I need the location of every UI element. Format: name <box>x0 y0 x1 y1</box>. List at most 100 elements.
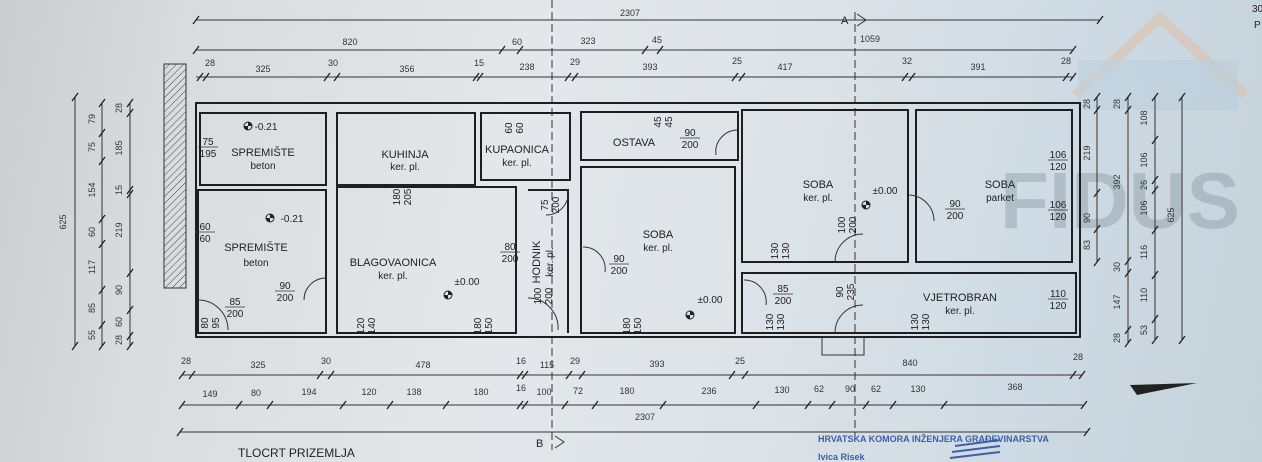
level-marker-icon <box>243 121 253 131</box>
room-floor: ker. pl. <box>945 306 974 317</box>
dimension-label: 29 <box>570 57 580 67</box>
level-marker-fill <box>862 201 870 209</box>
dimension-tick <box>1151 270 1159 280</box>
level-marker-icon <box>265 213 275 223</box>
dimension-label: 28 <box>114 103 124 113</box>
dimension-label: 2307 <box>620 8 640 18</box>
dimension-tick <box>71 92 79 102</box>
dimension-tick <box>1093 92 1101 102</box>
dimension-tick <box>98 214 106 224</box>
dimension-tick <box>1069 370 1077 380</box>
dimension-label: 106 <box>1139 152 1149 167</box>
dimension-tick <box>1093 257 1101 267</box>
dimension-label: 90 <box>114 285 124 295</box>
dimension-label: 55 <box>87 330 97 340</box>
opening-height: 120 <box>1050 162 1067 173</box>
dimension-label: 2307 <box>635 412 655 422</box>
svg-text:FIDUS: FIDUS <box>1000 156 1240 245</box>
opening-width: 45 <box>653 116 664 128</box>
dimension-tick <box>1178 92 1186 102</box>
dimension-label: 820 <box>342 37 357 47</box>
dimension-label: 138 <box>406 387 421 397</box>
dimension-tick <box>126 189 134 199</box>
opening-width: 106 <box>1050 200 1067 211</box>
dimension-tick <box>862 400 870 410</box>
dimension-tick <box>71 341 79 351</box>
opening-height: 200 <box>947 211 964 222</box>
room-name: HODNIK <box>531 240 543 283</box>
dimension-tick <box>1151 314 1159 324</box>
dimension-tick <box>1124 325 1132 335</box>
opening-height: 95 <box>211 317 222 329</box>
dimension-tick <box>126 305 134 315</box>
opening-width: 60 <box>504 122 515 134</box>
dimension-label: 325 <box>250 360 265 370</box>
dimension-label: 60 <box>87 227 97 237</box>
dimension-tick <box>1178 335 1186 345</box>
dimension-tick <box>196 72 204 82</box>
dimension-label: 180 <box>473 387 488 397</box>
dimension-label: 130 <box>910 384 925 394</box>
room-floor: ker. pl. <box>378 271 407 282</box>
dimension-label: 391 <box>970 62 985 72</box>
dimension-label: 417 <box>777 62 792 72</box>
dimension-label: 15 <box>474 58 484 68</box>
room-name: SOBA <box>803 179 834 191</box>
dimension-tick <box>901 72 909 82</box>
opening-width: 90 <box>835 286 846 298</box>
opening-width: 75 <box>540 199 551 211</box>
dimension-label: 393 <box>649 359 664 369</box>
dimension-tick <box>1151 225 1159 235</box>
dimension-label: 154 <box>87 182 97 197</box>
dimension-tick <box>1151 175 1159 185</box>
dimension-label: 100 <box>536 387 551 397</box>
dimension-tick <box>521 370 529 380</box>
dimension-label: 62 <box>814 384 824 394</box>
dimension-tick <box>98 341 106 351</box>
section-marker-a: A <box>841 15 849 27</box>
section-arrow-b <box>554 435 565 449</box>
dimension-label: 185 <box>114 140 124 155</box>
level-marker-fill <box>444 291 452 299</box>
opening-width: 180 <box>622 317 633 334</box>
opening-width: 90 <box>613 254 625 265</box>
dimension-label: 15 <box>114 185 124 195</box>
dimension-label: 110 <box>1139 288 1149 302</box>
room-name: SPREMIŠTE <box>231 146 295 159</box>
level-marker-icon <box>685 310 695 320</box>
room-floor: beton <box>243 258 268 269</box>
dimension-label: 72 <box>573 386 583 396</box>
opening-width: 130 <box>765 313 776 330</box>
dimension-tick <box>1093 188 1101 198</box>
dimension-tick <box>940 400 948 410</box>
opening-width: 80 <box>504 242 516 253</box>
dimension-tick <box>571 72 579 82</box>
dimension-label: 85 <box>87 303 97 313</box>
dimension-label: 75 <box>87 142 97 152</box>
dimension-tick <box>516 400 524 410</box>
dimension-tick <box>1151 335 1159 345</box>
dimension-label: 368 <box>1007 382 1022 392</box>
dimension-label: 26 <box>1139 180 1149 190</box>
dimension-label: 28 <box>1112 99 1122 109</box>
dimension-tick <box>1069 72 1077 82</box>
dimension-tick <box>516 370 524 380</box>
room-floor: beton <box>250 161 275 172</box>
dimension-tick <box>126 185 134 195</box>
room-name: SOBA <box>643 229 674 241</box>
dimension-tick <box>188 370 196 380</box>
dimension-tick <box>98 320 106 330</box>
dimension-tick <box>731 72 739 82</box>
dimension-tick <box>516 45 524 55</box>
dimension-label: 120 <box>361 387 376 397</box>
dimension-tick <box>498 45 506 55</box>
room-name: KUPAONICA <box>485 144 550 156</box>
dimension-label: 28 <box>1061 56 1071 66</box>
opening-width: 180 <box>392 188 403 205</box>
dimension-label: 392 <box>1112 174 1122 189</box>
dimension-label: 478 <box>415 360 430 370</box>
dimension-label: 29 <box>570 356 580 366</box>
dimension-label: 236 <box>701 386 716 396</box>
